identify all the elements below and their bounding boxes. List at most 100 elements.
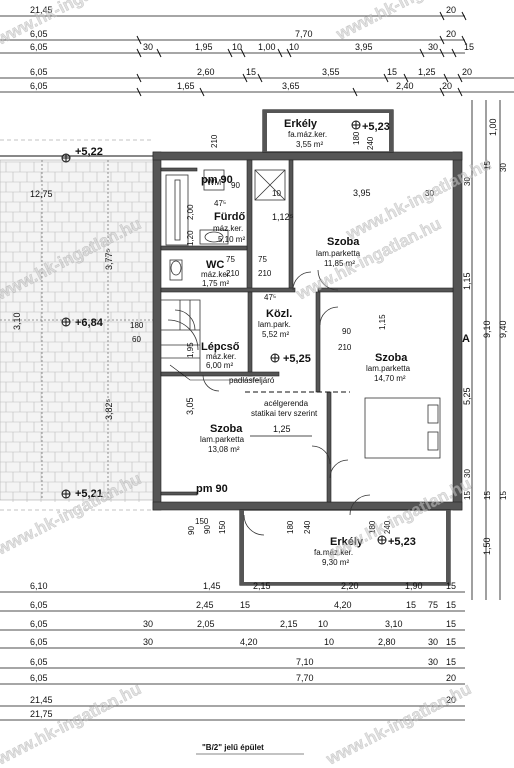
step-label-2: 47⁵ (264, 293, 276, 302)
drawing-line (247, 291, 253, 377)
dimension-label: 75 (258, 255, 267, 264)
drawing-line (457, 73, 463, 83)
drawing-line (319, 306, 339, 326)
watermark-9: www.hk-ingatlan.hu (322, 679, 474, 768)
drawing-line (326, 391, 332, 503)
dimension-label: 1,90 (405, 581, 423, 591)
level-left-mid: +6,84 (75, 317, 104, 329)
bed-icon (364, 397, 441, 459)
drawing-line (0, 159, 154, 501)
dim-1275: 12,75 (30, 189, 53, 199)
room-furdo-name: Fürdő (214, 211, 245, 223)
dimension-label: 15 (499, 491, 508, 500)
top-dim-r3-5: 10 (289, 42, 299, 52)
dimension-label: 15 (446, 581, 456, 591)
dimension-label: 240 (366, 136, 375, 150)
dim-1125: 1,12⁵ (272, 212, 294, 222)
drawing-line (174, 179, 181, 241)
dimension-label: 30 (425, 189, 434, 198)
dimension-label: 30 (463, 469, 472, 478)
top-dim-r3-1: 30 (143, 42, 153, 52)
dimension-label: 2,45 (196, 600, 214, 610)
room-erkely-top-area: 3,55 m² (296, 140, 323, 149)
drawing-line (352, 87, 358, 97)
drawing-line (170, 260, 182, 276)
watermark-2: www.hk-ingatlan.hu (332, 0, 484, 44)
drawing-line (427, 404, 439, 424)
drawing-line (136, 73, 142, 83)
dimension-label: 2,80 (378, 637, 396, 647)
room-kozl-name: Közl. (266, 308, 292, 320)
drawing-line (257, 73, 263, 83)
drawing-line (161, 299, 201, 372)
drawing-line (246, 159, 253, 291)
top-dim-r3-2: 1,95 (195, 42, 213, 52)
drawing-line (199, 87, 205, 97)
dimension-label: 21,45 (30, 695, 53, 705)
drawing-line (242, 73, 248, 83)
room-szoba2-area: 14,70 m² (374, 374, 406, 383)
room-szoba3-name: Szoba (210, 423, 243, 435)
right-dim-1: 9,10 (482, 320, 492, 338)
dimension-label: 75 (226, 255, 235, 264)
drawing-line (136, 11, 467, 97)
top-dim-r5-2: 3,65 (282, 81, 300, 91)
dimension-label: 15 (446, 657, 456, 667)
dimension-label: 15 (240, 600, 250, 610)
room-szoba1-name: Szoba (327, 236, 360, 248)
drawing-line (292, 271, 312, 291)
room-lepcso-name: Lépcső (201, 341, 240, 353)
dimension-label: 90 (203, 525, 212, 534)
bathroom-fixtures (165, 169, 286, 281)
drawing-line (169, 364, 260, 381)
dimension-label: 30 (143, 619, 153, 629)
dimension-label: 6,05 (30, 600, 48, 610)
drawing-line (461, 11, 467, 21)
dimension-label: 30 (499, 163, 508, 172)
room-wc-area: 1,75 m² (202, 279, 229, 288)
dimension-label: 3,95 (353, 188, 371, 198)
drawing-line (317, 269, 339, 291)
drawing-line (315, 291, 321, 393)
dimension-label: 2,05 (197, 619, 215, 629)
pm90-top: pm 90 (201, 174, 233, 186)
dimension-label: 6,05 (30, 637, 48, 647)
drawing-line (240, 48, 246, 58)
dimension-label: 180 (286, 520, 295, 534)
dimension-label: 4,20 (240, 637, 258, 647)
sink-icon (199, 229, 229, 245)
dimension-label: 210 (226, 269, 240, 278)
drawing-line (160, 287, 296, 293)
dimension-label: 2,00 (186, 204, 195, 220)
drawing-line (152, 151, 162, 511)
dimension-label: 1,95 (186, 342, 195, 358)
drawing-line (329, 459, 349, 479)
bottom-dimension-lines: 6,10 1,45 2,15 2,20 1,90 15 6,05 2,45 15… (0, 581, 465, 755)
drawing-line (403, 73, 409, 83)
drawing-line (383, 73, 389, 83)
room-szoba1-area: 11,85 m² (324, 259, 355, 268)
drawing-line (271, 354, 279, 362)
top-dim-r5-3: 2,40 (396, 81, 414, 91)
drawing-line (286, 48, 292, 58)
top-dim-r3-0: 6,05 (30, 42, 48, 52)
right-dim-2: 9,40 (498, 320, 508, 338)
dimension-label: 1,20 (186, 230, 195, 246)
level-markers: +5,23 +5,22 +6,84 +5,21 +5,25 +5,23 (61, 120, 416, 548)
door-dimension-labels: 90 210 75 210 75 210 90 210 180 60 90 15… (130, 131, 434, 535)
dimension-label: 21,75 (30, 709, 53, 719)
top-dim-r1-a: 21,45 (30, 5, 53, 15)
drawing-line (174, 309, 196, 331)
dimension-label: 30 (143, 637, 153, 647)
top-dim-r3-6: 3,95 (355, 42, 373, 52)
level-kozl: +5,25 (283, 353, 311, 365)
dimension-label: 1,15 (378, 314, 387, 330)
dimension-label: 150 (218, 520, 227, 534)
drawing-line (240, 582, 450, 585)
drawing-line (136, 48, 142, 58)
watermark-8: www.hk-ingatlan.hu (0, 679, 144, 768)
room-lepcso-floor: máz.ker. (206, 352, 236, 361)
top-dim-r4-6: 20 (462, 67, 472, 77)
staircase (161, 299, 201, 372)
room-erkely-top-floor: fa.máz.ker. (288, 130, 327, 139)
